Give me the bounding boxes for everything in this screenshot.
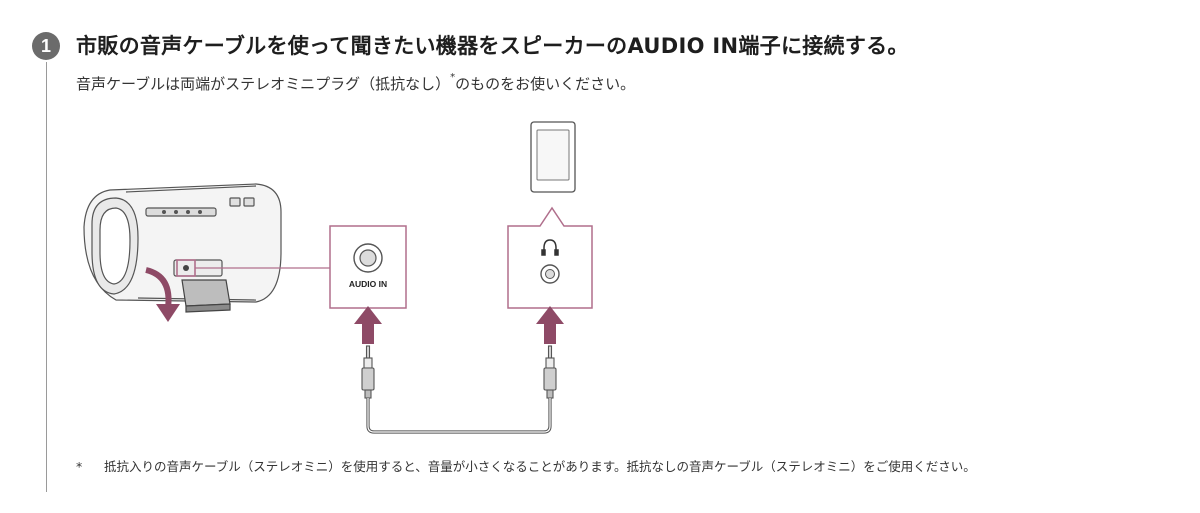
description-tail: のものをお使いください。 <box>455 75 636 93</box>
up-arrow-icon <box>354 306 382 344</box>
port-cover-flap <box>181 279 231 313</box>
stereo-mini-plug-icon <box>543 345 557 399</box>
description-text: 音声ケーブルは両端がステレオミニプラグ（抵抗なし） <box>76 75 451 93</box>
headphone-callout <box>507 206 593 309</box>
speaker-illustration <box>83 183 282 303</box>
footnote-text: 抵抗入りの音声ケーブル（ステレオミニ）を使用すると、音量が小さくなることがありま… <box>104 459 976 474</box>
audio-in-label: AUDIO IN <box>349 279 387 289</box>
connection-illustration: AUDIO IN <box>83 121 593 434</box>
headphone-icon <box>541 239 559 256</box>
step-number-badge: 1 <box>32 32 60 60</box>
footnote: * 抵抗入りの音声ケーブル（ステレオミニ）を使用すると、音量が小さくなることがあり… <box>76 456 976 475</box>
audio-in-jack-icon <box>353 243 383 273</box>
audio-cable <box>366 398 552 434</box>
stereo-mini-plug-icon <box>361 345 375 399</box>
step-title: 市販の音声ケーブルを使って聞きたい機器をスピーカーのAUDIO IN端子に接続す… <box>76 34 909 58</box>
rotate-arrow-icon <box>145 267 180 322</box>
headphone-jack-icon <box>540 264 560 284</box>
speaker-port-icon <box>183 265 189 271</box>
step-connector-line <box>46 62 47 492</box>
up-arrow-icon <box>536 306 564 344</box>
description-footnote-mark: * <box>450 72 456 83</box>
step-description: 音声ケーブルは両端がステレオミニプラグ（抵抗なし）*のものをお使いください。 <box>76 72 636 94</box>
footnote-mark: * <box>76 459 83 474</box>
portable-player-illustration <box>530 121 576 193</box>
